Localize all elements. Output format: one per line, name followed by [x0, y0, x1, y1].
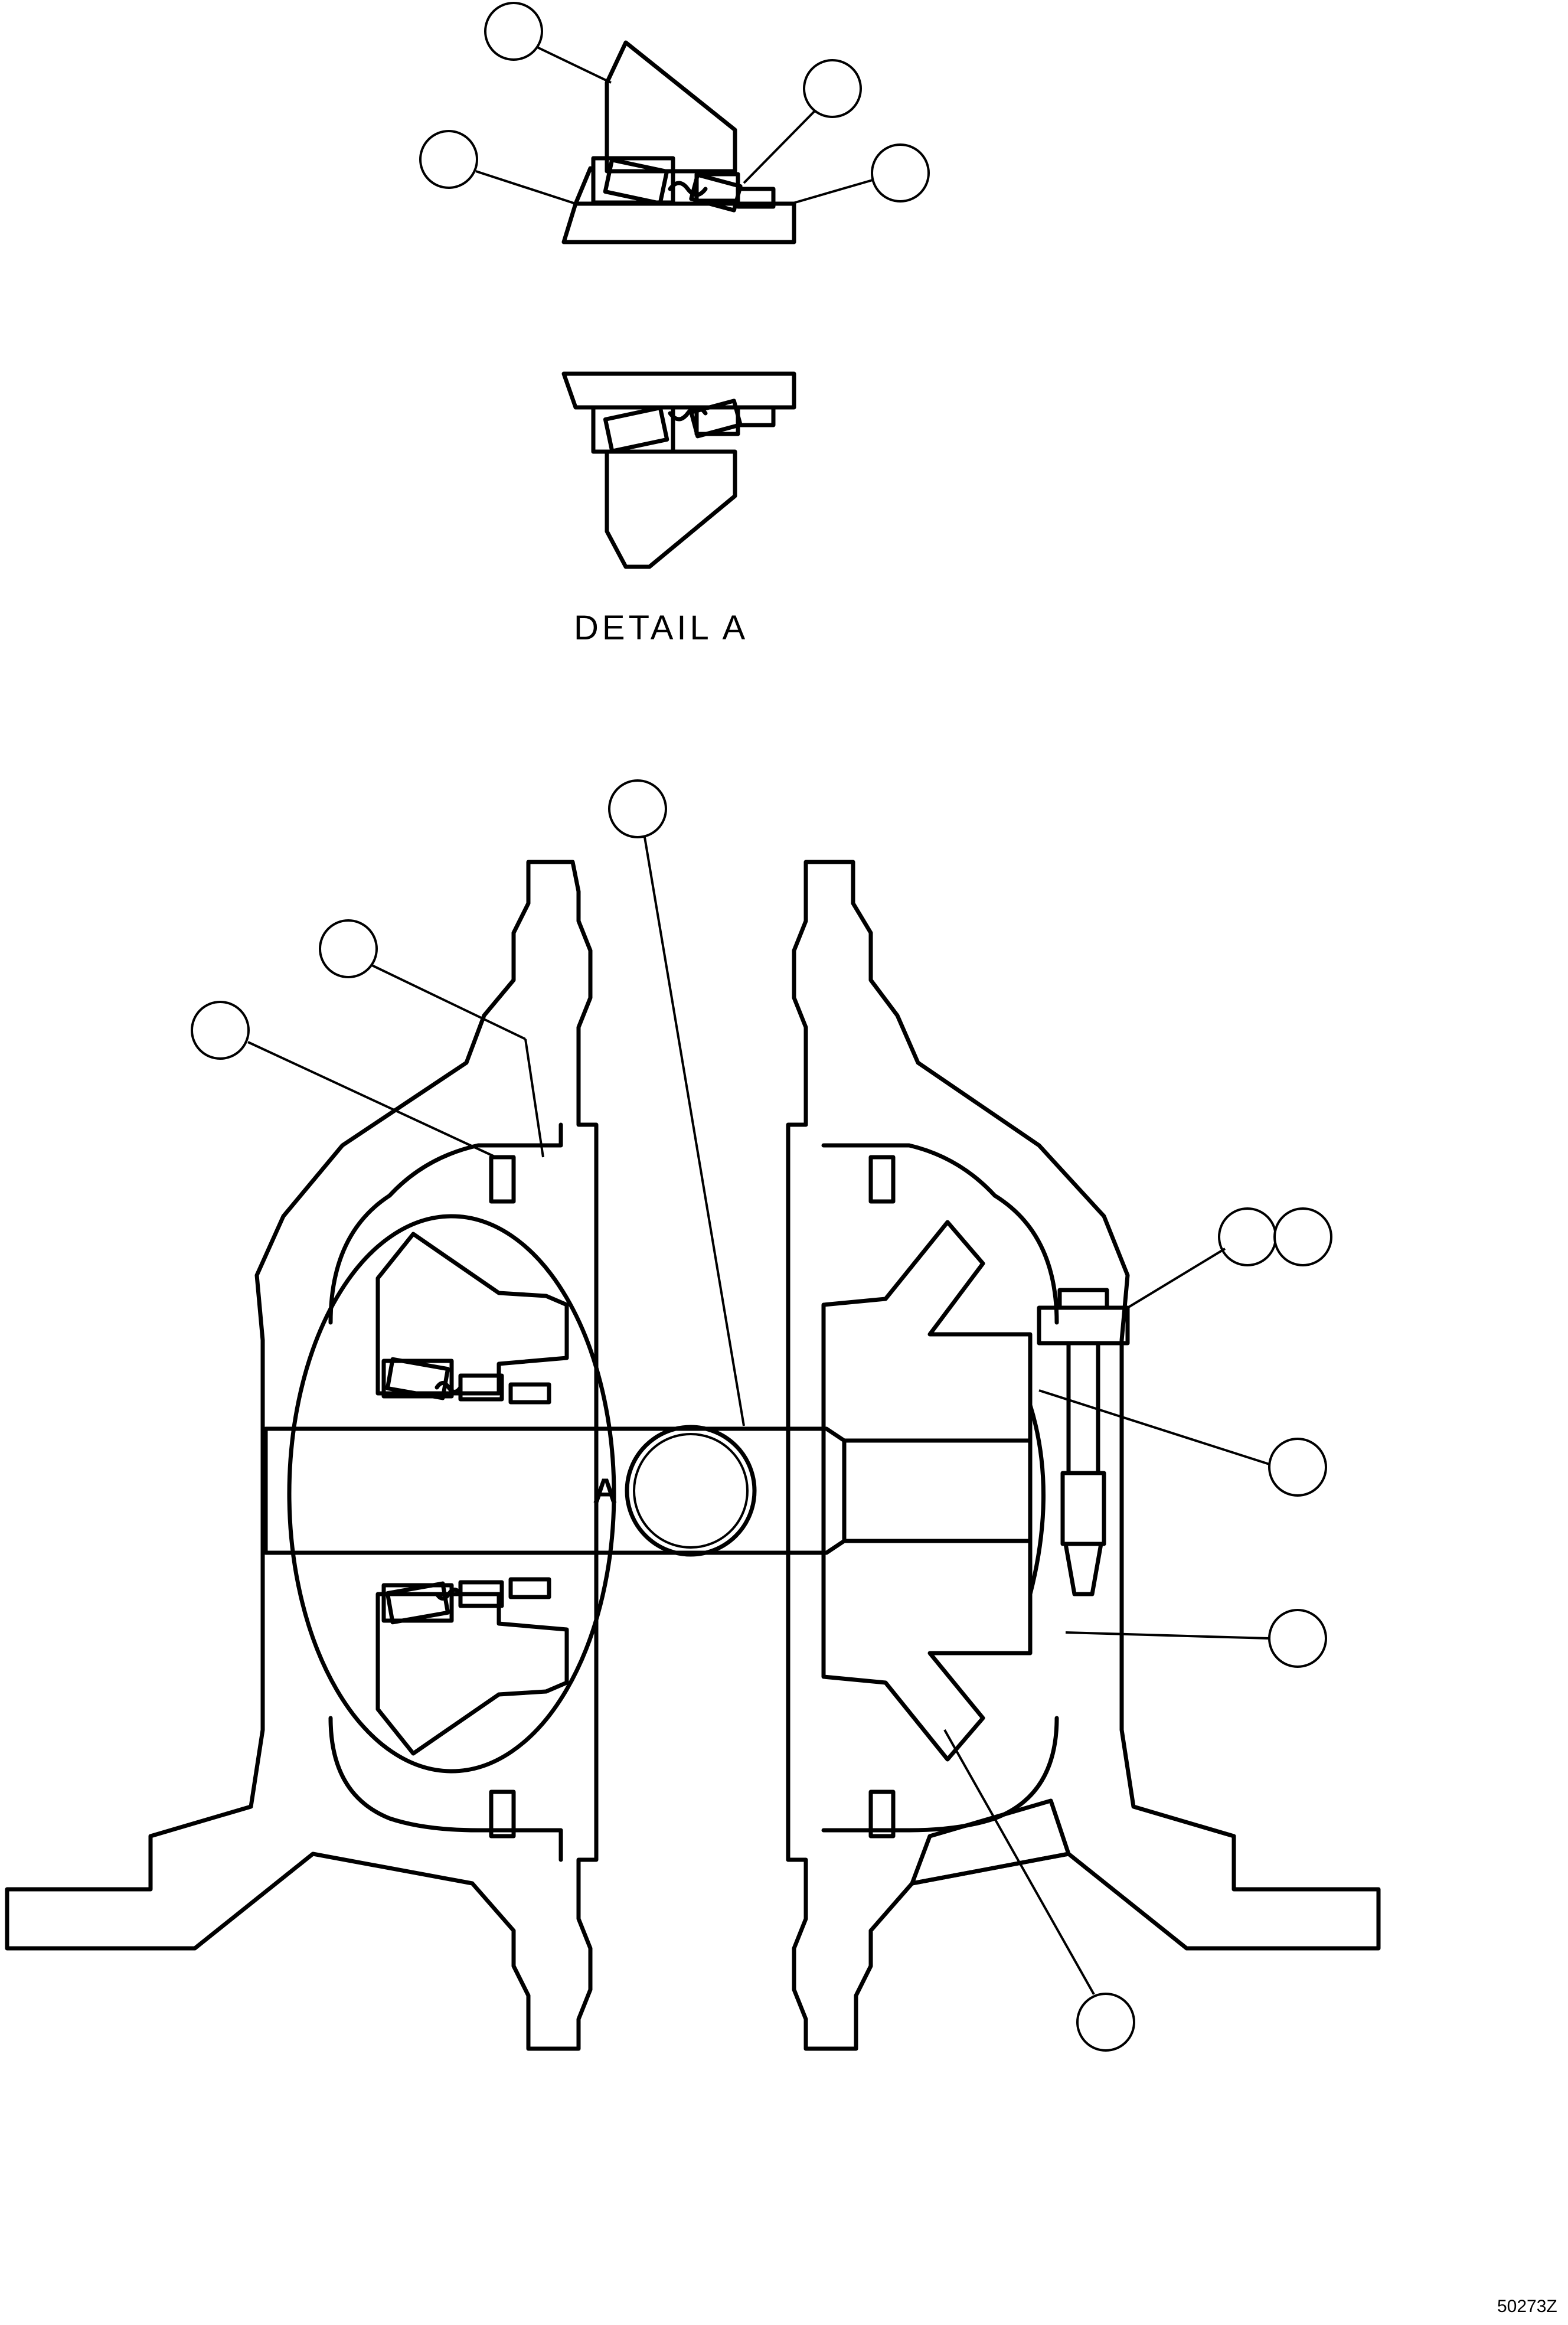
section-marker-label: A	[593, 1472, 618, 1510]
callout-balloon-left-upper-1	[319, 919, 378, 978]
callout-balloon-bolt-2	[1273, 1207, 1332, 1266]
callout-balloon-right-mid-2	[1268, 1609, 1327, 1668]
callout-balloon-right-mid-1	[1268, 1438, 1327, 1497]
main-section-view	[5, 860, 1381, 2051]
detail-a-caption: DETAIL A	[574, 609, 749, 647]
detail-a-balloons	[419, 2, 930, 205]
callout-balloon-left-upper-2	[191, 1001, 250, 1060]
detail-callout-balloon-4	[871, 143, 930, 203]
detail-callout-balloon-2	[419, 130, 478, 189]
detail-a-lower-view	[561, 371, 796, 569]
detail-callout-balloon-1	[484, 2, 543, 61]
detail-callout-balloon-3	[803, 59, 862, 118]
drawing-code: 50273Z	[1497, 2297, 1557, 2316]
callout-balloon-gear	[1076, 1993, 1135, 2052]
main-view-balloons	[191, 779, 1332, 2052]
callout-balloon-bolt-1	[1218, 1207, 1277, 1266]
callout-balloon-shaft	[608, 779, 667, 838]
section-circle-a	[287, 1214, 616, 1774]
detail-a-upper-view	[561, 40, 796, 244]
